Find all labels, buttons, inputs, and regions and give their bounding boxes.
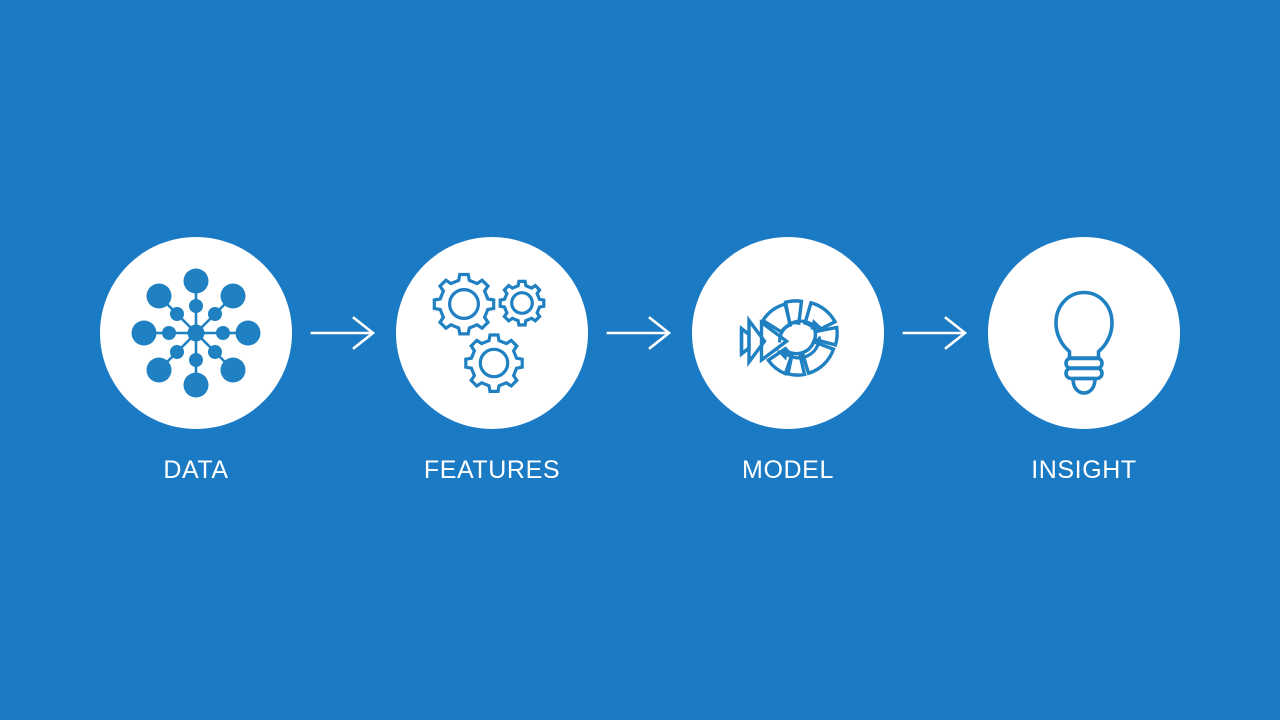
pipeline-step-label-model: MODEL xyxy=(742,456,834,484)
pipeline-step-features[interactable]: FEATURES xyxy=(396,237,588,483)
arrow-right-icon xyxy=(310,316,376,350)
network-nodes-icon xyxy=(131,268,261,398)
pipeline-step-data[interactable]: DATA xyxy=(100,237,292,483)
pipeline-step-insight[interactable]: INSIGHT xyxy=(988,237,1180,483)
features-icon-disc xyxy=(396,237,588,429)
lightbulb-icon xyxy=(1054,290,1114,395)
pipeline-step-label-features: FEATURES xyxy=(423,456,561,484)
arrow-right-icon xyxy=(902,316,968,350)
pipeline-step-label-data: DATA xyxy=(163,456,229,484)
model-process-icon xyxy=(739,299,839,377)
data-icon-disc xyxy=(100,237,292,429)
insight-icon-disc xyxy=(988,237,1180,429)
arrow-right-icon xyxy=(606,316,672,350)
connector-arrow-model-insight xyxy=(884,316,988,350)
model-icon-disc xyxy=(692,237,884,429)
pipeline-step-model[interactable]: MODEL xyxy=(692,237,884,483)
pipeline-step-label-insight: INSIGHT xyxy=(1031,456,1137,484)
connector-arrow-data-features xyxy=(292,316,396,350)
gears-icon xyxy=(432,272,546,393)
connector-arrow-features-model xyxy=(588,316,692,350)
